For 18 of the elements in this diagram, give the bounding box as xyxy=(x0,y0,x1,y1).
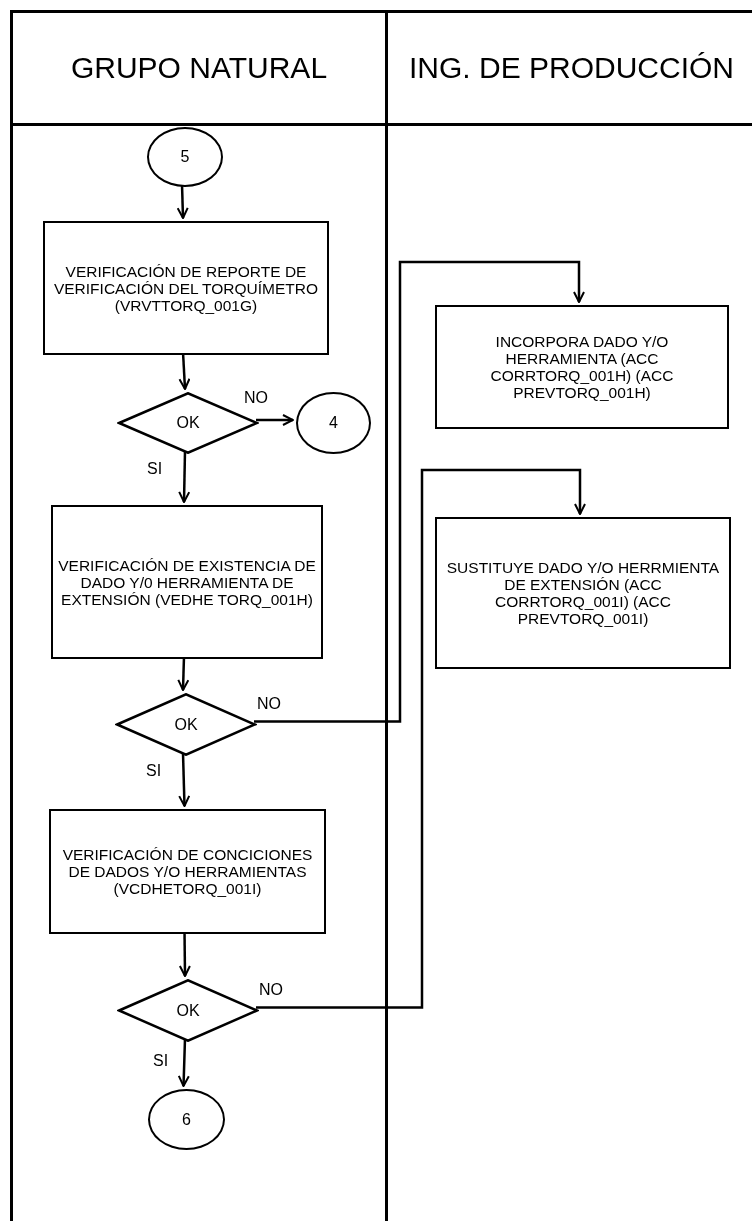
arrow xyxy=(256,414,294,426)
arrow xyxy=(178,450,191,503)
process-box: VERIFICACIÓN DE REPORTE DE VERIFICACIÓN DEL TORQUÍMETRO (VRVTTORQ_001G) xyxy=(43,221,329,355)
arrow xyxy=(256,468,586,1009)
lane-header: GRUPO NATURAL xyxy=(13,13,385,126)
process-box: SUSTITUYE DADO Y/O HERRMIENTA DE EXTENSIÓN (ACC CORRTORQ_001I) (ACC PREVTORQ_001I) xyxy=(435,517,731,669)
lane-header: ING. DE PRODUCCIÓN xyxy=(388,13,752,126)
decision-diamond: OK xyxy=(115,693,257,756)
arrow xyxy=(178,752,191,807)
process-box: VERIFICACIÓN DE CONCICIONES DE DADOS Y/O HERRAMIENTAS (VCDHETORQ_001I) xyxy=(49,809,326,934)
decision-diamond: OK xyxy=(117,979,259,1042)
connector-circle: 5 xyxy=(147,127,223,187)
arrow xyxy=(254,260,585,723)
process-box: VERIFICACIÓN DE EXISTENCIA DE DADO Y/0 HERRAMIENTA DE EXTENSIÓN (VEDHE TORQ_001H) xyxy=(51,505,323,659)
connector-circle: 6 xyxy=(148,1089,225,1150)
process-box: INCORPORA DADO Y/O HERRAMIENTA (ACC CORRTORQ_001H) (ACC PREVTORQ_001H) xyxy=(435,305,729,429)
arrow xyxy=(177,1038,190,1087)
connector-circle: 4 xyxy=(296,392,371,454)
